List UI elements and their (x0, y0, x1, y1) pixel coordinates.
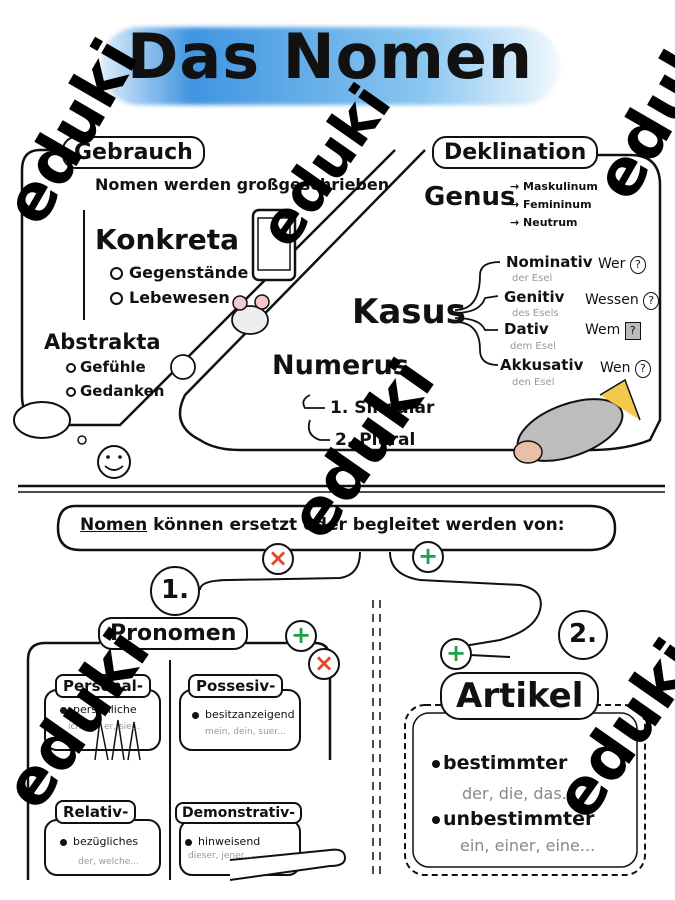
pronomen-card-title: Relativ- (55, 800, 137, 824)
bullet-icon (66, 362, 76, 373)
plus-icon: + (440, 638, 472, 670)
artikel-item: unbestimmter (432, 808, 594, 830)
pronomen-card-title: Possesiv- (188, 674, 284, 698)
abstrakta-item: Gedanken (66, 382, 164, 400)
kasus-question: Wem ? (585, 322, 641, 340)
question-icon: ? (643, 292, 660, 310)
cross-icon: × (308, 648, 340, 680)
artikel-heading: Artikel (440, 672, 600, 720)
title-area: Das Nomen (95, 12, 575, 112)
bullet-icon (432, 815, 440, 824)
genus-item: → Femininum (510, 198, 592, 211)
pronomen-card-desc: bezügliches (60, 835, 138, 848)
kasus-example: der Esel (512, 273, 553, 284)
pronomen-card-title: Demonstrativ- (175, 802, 303, 824)
plus-icon: + (285, 620, 317, 652)
genus-item: → Neutrum (510, 216, 578, 229)
question-icon: ? (629, 256, 646, 274)
cross-icon: × (262, 543, 294, 575)
kasus-heading: Kasus (352, 292, 466, 332)
deklination-heading: Deklination (432, 136, 599, 169)
abstrakta-item: Gefühle (66, 358, 146, 376)
bullet-icon (432, 759, 440, 768)
pronomen-heading: Pronomen (98, 617, 249, 650)
transition-sentence: Nomen können ersetzt oder begleitet werd… (80, 515, 565, 535)
artikel-examples: ein, einer, eine... (460, 836, 596, 855)
watermark-logo: eduki (580, 2, 675, 213)
question-icon: ? (624, 322, 641, 340)
watermark-logo: eduki (0, 616, 165, 823)
bullet-icon (110, 267, 123, 280)
kasus-question: Wer ? (598, 256, 646, 274)
pronomen-card-desc: besitzanzeigend (192, 708, 295, 721)
watermark-logo: eduki (540, 626, 675, 833)
kasus-name: Genitiv (504, 288, 565, 306)
bullet-icon (60, 706, 67, 714)
kasus-name: Dativ (504, 320, 549, 338)
pronomen-card-examples: der, welche... (78, 857, 139, 867)
bullet-icon (110, 292, 123, 305)
bullet-icon (60, 838, 67, 846)
numerus-item: 2. Plural (335, 430, 416, 450)
konkreta-item: Lebewesen (110, 288, 230, 307)
kasus-example: den Esel (512, 377, 555, 388)
watermark-logo: eduki (0, 27, 154, 238)
number-one-badge: 1. (150, 566, 200, 616)
bullet-icon (66, 386, 76, 397)
kasus-name: Akkusativ (500, 356, 584, 374)
kasus-question: Wen ? (600, 360, 651, 378)
abstrakta-heading: Abstrakta (44, 330, 161, 354)
pronomen-card-examples: mein, dein, suer... (205, 727, 286, 737)
artikel-item: bestimmter (432, 752, 567, 774)
bullet-icon (185, 838, 192, 846)
konkreta-heading: Konkreta (95, 223, 240, 256)
question-icon: ? (634, 360, 651, 378)
genus-item: → Maskulinum (510, 180, 598, 193)
konkreta-item: Gegenstände (110, 263, 248, 282)
plus-icon: + (412, 541, 444, 573)
gebrauch-rule: Nomen werden großgeschrieben (95, 175, 390, 194)
pronomen-card-examples: dieser, jener... (188, 851, 253, 861)
bullet-icon (192, 711, 199, 719)
kasus-question: Wessen ? (585, 292, 660, 310)
kasus-example: des Esels (512, 308, 559, 319)
gebrauch-heading: Gebrauch (62, 136, 205, 169)
pronomen-card-desc: hinweisend (185, 835, 260, 848)
kasus-name: Nominativ (506, 253, 593, 271)
pronomen-card-examples: ich, du, er, sie... (68, 722, 141, 732)
genus-heading: Genus (424, 182, 516, 212)
pronomen-card-title: Personal- (55, 674, 151, 698)
artikel-examples: der, die, das... (462, 784, 577, 803)
pronomen-card-desc: persönliche (60, 703, 137, 716)
title-brush-stroke (100, 27, 560, 105)
number-two-badge: 2. (558, 610, 608, 660)
numerus-heading: Numerus (272, 350, 409, 381)
numerus-item: 1. Singular (330, 398, 435, 418)
page-title: Das Nomen (126, 20, 534, 93)
kasus-example: dem Esel (510, 341, 556, 352)
